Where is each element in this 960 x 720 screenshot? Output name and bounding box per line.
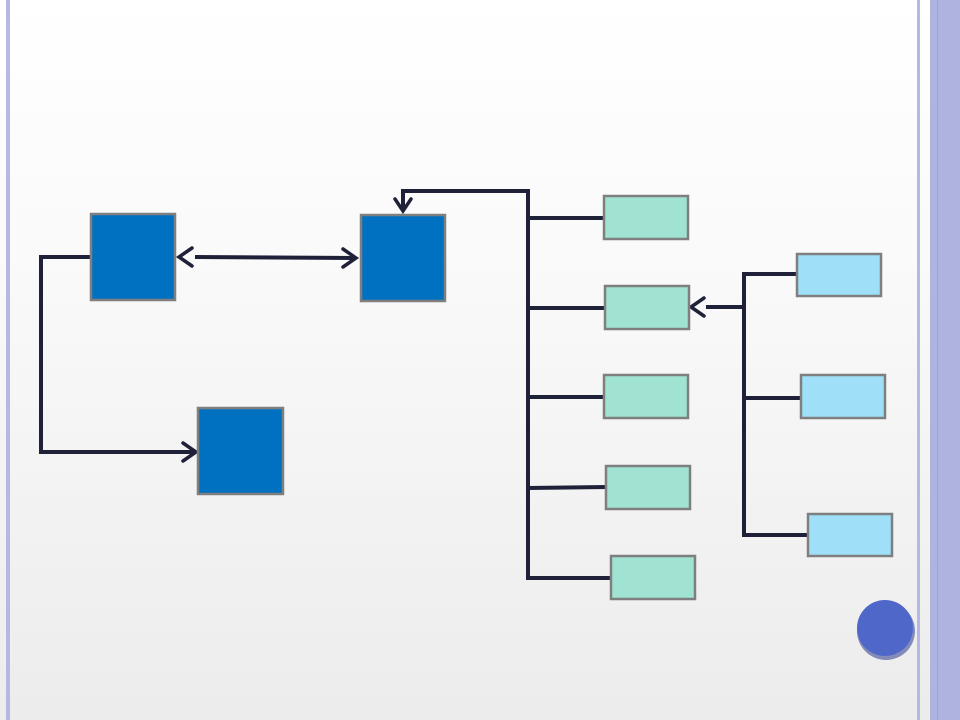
connector-left-bracket	[39, 255, 195, 454]
child-box-5	[609, 554, 697, 601]
slide-left-border	[6, 0, 10, 720]
grandchild-box-2	[799, 373, 887, 420]
circle-icon[interactable]	[857, 600, 913, 656]
arrowhead-left-to-child-2	[687, 296, 706, 318]
nav-button[interactable]	[857, 600, 915, 660]
arrowhead-left	[175, 246, 194, 268]
connector-branch-4	[527, 485, 608, 490]
slide-right-border-band	[930, 0, 960, 720]
child-box-3	[602, 373, 690, 420]
primary-box-center	[359, 213, 447, 303]
arrowhead-right-to-center	[341, 247, 360, 269]
connector-right-bracket	[742, 272, 809, 537]
slide-right-border-line	[937, 0, 938, 720]
child-box-4	[604, 464, 692, 511]
primary-box-left	[89, 212, 177, 302]
primary-box-bottom	[196, 406, 285, 496]
grandchild-box-1	[795, 252, 883, 298]
connector-double-arrow	[194, 255, 356, 260]
arrowhead-right-to-bottom	[181, 441, 200, 463]
child-box-2	[603, 284, 691, 331]
connector-spine	[401, 189, 612, 580]
child-box-1	[602, 194, 690, 241]
grandchild-box-3	[806, 512, 894, 558]
arrowhead-down-to-center	[393, 197, 413, 215]
slide-right-border-thin	[917, 0, 920, 720]
